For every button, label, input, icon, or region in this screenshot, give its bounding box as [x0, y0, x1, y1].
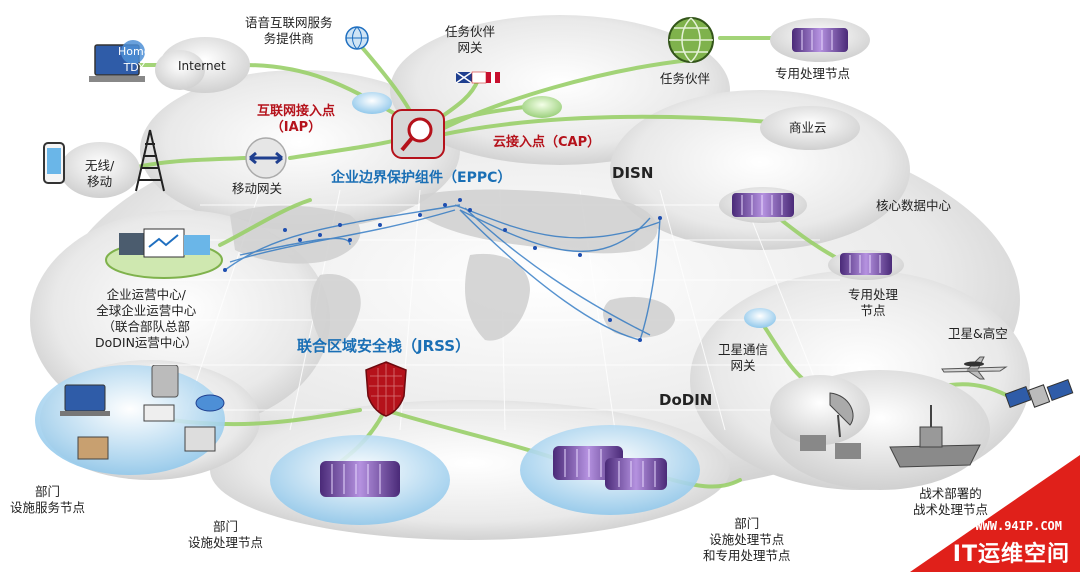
satellite-icon	[1005, 379, 1074, 408]
jrss-label: 联合区域安全栈（JRSS）	[297, 337, 471, 355]
dashboard-icon	[105, 228, 223, 279]
voip-provider-label: 语音互联网服务 务提供商	[245, 15, 333, 46]
core-data-center-label: 核心数据中心	[876, 198, 952, 213]
wireless-cloud	[60, 142, 140, 198]
cables	[123, 36, 1022, 489]
mission-partner-gateway-label: 任务伙伴 网关	[445, 24, 496, 55]
watermark-corner	[910, 455, 1080, 572]
cap-label: 云接入点（CAP）	[493, 135, 601, 150]
ship-icon	[800, 392, 981, 468]
tower-icon	[135, 129, 165, 192]
disn-label: DISN	[612, 164, 654, 182]
home-tdy-label: Home TDY	[118, 45, 151, 74]
cloud-icon	[352, 92, 392, 114]
dept-special-node-label: 部门 设施处理节点 和专用处理节点	[703, 516, 791, 563]
mobile-gateway-label: 移动网关	[232, 181, 283, 196]
special-node-top-label: 专用处理节点	[775, 66, 851, 81]
globe-icon	[668, 17, 714, 63]
router-icon	[60, 365, 225, 460]
server-rack-icon	[320, 461, 400, 497]
wireless-label: 无线/ 移动	[85, 158, 115, 189]
eppc-nodes	[223, 198, 662, 342]
mission-partner-label: 任务伙伴	[660, 71, 711, 86]
server-rack-icon	[719, 187, 807, 223]
dept-processing-node-label: 部门 设施处理节点	[188, 519, 264, 550]
flags-icon	[455, 71, 500, 84]
aircraft-icon	[941, 356, 1008, 380]
laptop-icon	[89, 40, 145, 82]
satellite-aircraft-label: 卫星&高空	[948, 326, 1008, 341]
internet-label: Internet	[178, 59, 226, 73]
gateway-arrows-icon	[245, 137, 287, 179]
shield-icon	[365, 361, 407, 417]
watermark-brand: IT运维空间	[952, 542, 1070, 567]
watermark-url: WWW.94IP.COM	[975, 519, 1062, 533]
ops-center-label: 企业运营中心/ 全球企业运营中心 （联合部队总部 DoDIN运营中心）	[95, 287, 198, 350]
dodin-label: DoDIN	[659, 391, 713, 409]
server-rack-icon	[553, 446, 667, 490]
cloud-icon	[522, 96, 562, 118]
server-rack-icon	[792, 28, 848, 52]
tactical-node-label: 战术部署的 战术处理节点	[913, 486, 989, 517]
magnifier-icon	[391, 109, 445, 159]
satellite-gateway-label: 卫星通信 网关	[718, 342, 769, 373]
eppc-links	[224, 204, 661, 341]
cloud-icon	[744, 308, 776, 328]
special-node-right-label: 专用处理 节点	[848, 287, 899, 318]
globe-icon	[345, 26, 369, 50]
dept-service-node-label: 部门 设施服务节点	[10, 484, 86, 515]
eppc-label: 企业边界保护组件（EPPC）	[331, 170, 512, 186]
commercial-cloud-shape	[760, 106, 860, 150]
commercial-cloud-label: 商业云	[789, 120, 827, 135]
internet-cloud	[155, 37, 250, 93]
phone-icon	[43, 142, 65, 184]
iap-label: 互联网接入点 （IAP）	[257, 104, 336, 135]
server-rack-icon	[828, 250, 904, 280]
